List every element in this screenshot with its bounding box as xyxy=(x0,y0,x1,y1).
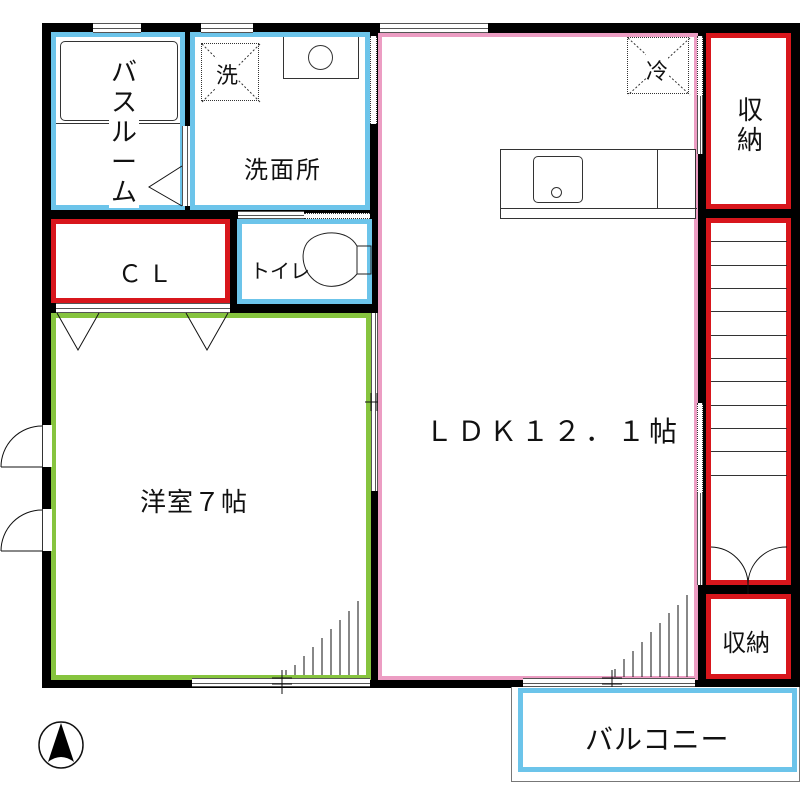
wall-cl-toilet xyxy=(228,207,238,307)
entry-door-swing-icon xyxy=(0,425,43,552)
fridge-space: 冷 xyxy=(627,37,691,96)
counter-front xyxy=(501,208,697,209)
western-room xyxy=(51,313,371,680)
fridge-label: 冷 xyxy=(646,54,669,86)
storage-bottom xyxy=(706,594,791,679)
toilet-label: トイレ xyxy=(250,259,310,283)
closet-label: ＣＬ xyxy=(118,260,178,288)
stairs xyxy=(706,218,791,585)
stair-step xyxy=(711,265,787,266)
stair-step xyxy=(711,288,787,289)
storage-double-door-icon xyxy=(710,546,788,594)
western-room-label: 洋室７帖 xyxy=(140,488,249,518)
stair-step xyxy=(711,335,787,336)
washroom-label: 洗面所 xyxy=(244,156,322,184)
closet-door-frame xyxy=(56,303,230,313)
washer-space: 洗 xyxy=(201,43,261,103)
wall-right xyxy=(789,23,800,688)
wall-bath-wash xyxy=(182,23,192,213)
entry-door-frame-2 xyxy=(42,509,52,551)
stair-step xyxy=(711,405,787,406)
window-crossmark-icon xyxy=(272,670,292,694)
kitchen-counter xyxy=(500,149,697,219)
wall-top-right xyxy=(700,23,800,34)
closet xyxy=(51,219,230,303)
closet-door-swing-icon xyxy=(56,312,229,352)
toilet xyxy=(237,219,372,304)
storage-bottom-label: 収納 xyxy=(722,629,770,657)
washbasin xyxy=(283,37,359,79)
toilet-bowl-icon xyxy=(302,232,372,287)
entry-door-frame-1 xyxy=(42,425,52,467)
ldk-window-hatch-icon xyxy=(614,595,688,677)
storage-door-frame xyxy=(697,96,703,154)
storage-sliding-door xyxy=(697,36,703,96)
stair-step xyxy=(711,381,787,382)
bathroom-window xyxy=(93,23,141,33)
ldk-top-window xyxy=(380,23,488,33)
sink-icon xyxy=(533,156,583,203)
stair-door-frame xyxy=(697,493,703,585)
storage-top xyxy=(706,33,791,209)
stair-step xyxy=(711,358,787,359)
washroom-window xyxy=(201,23,253,33)
storage-top-label: 収納 xyxy=(736,96,763,156)
wall-storage-stair xyxy=(700,206,800,218)
counter-divider xyxy=(657,150,658,208)
washroom: 洗 xyxy=(190,32,370,210)
stair-step xyxy=(711,451,787,452)
north-arrow-icon xyxy=(38,721,84,769)
ldk xyxy=(378,33,698,680)
wall-stair-storage2 xyxy=(700,582,800,596)
bathroom-label: バスルーム xyxy=(109,58,139,208)
balcony-label: バルコニー xyxy=(585,723,730,756)
wall-left xyxy=(42,23,53,688)
bathroom-door-icon xyxy=(148,165,183,207)
ldk-washroom-sliding-door xyxy=(370,36,377,124)
toilet-sliding-door xyxy=(304,213,370,219)
drain-icon xyxy=(551,187,562,198)
ldk-label: ＬＤＫ１２．１帖 xyxy=(425,415,682,448)
washer-label: 洗 xyxy=(216,58,239,90)
wall-bottom xyxy=(42,677,800,688)
stair-step xyxy=(711,428,787,429)
stair-step xyxy=(711,475,787,476)
balcony xyxy=(518,688,797,772)
washbasin-bowl-icon xyxy=(308,45,333,70)
toilet-door-frame xyxy=(238,211,304,219)
stair-step xyxy=(711,311,787,312)
stair-step xyxy=(711,241,787,242)
stair-sliding-door xyxy=(697,403,703,493)
western-window-hatch-icon xyxy=(285,601,359,675)
